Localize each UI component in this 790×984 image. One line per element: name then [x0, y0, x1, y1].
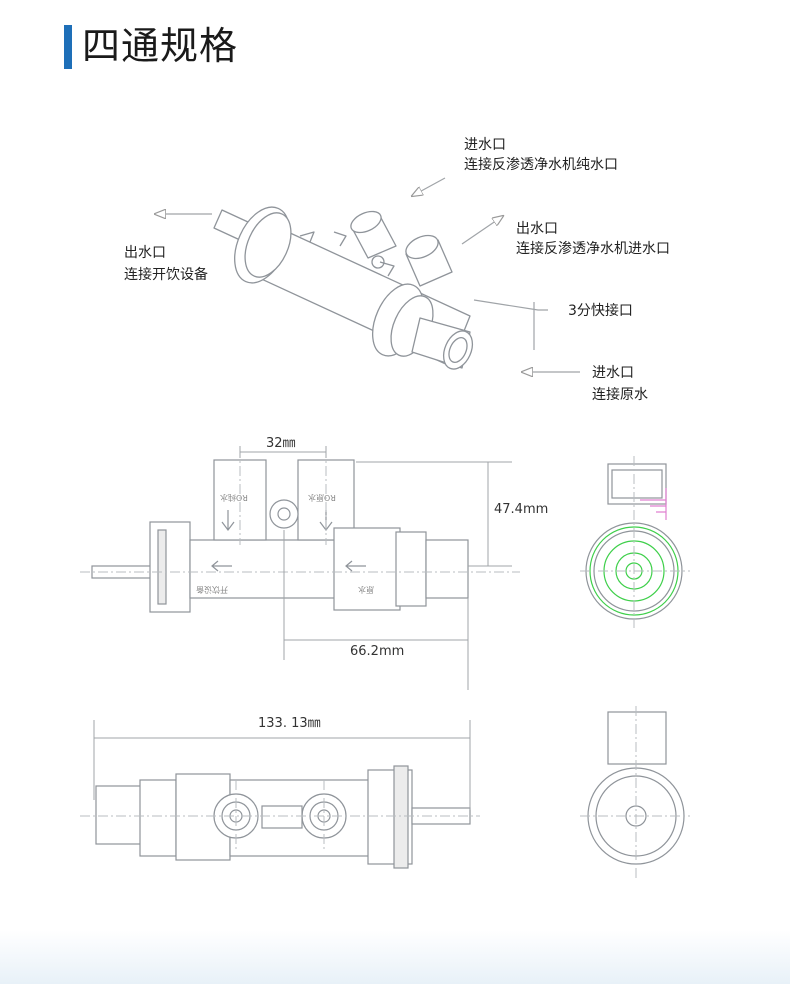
emboss-ro-raw: RO原水: [308, 493, 336, 502]
page-title: 四通规格: [82, 24, 239, 68]
outlet-dispenser-line2: 连接开饮设备: [124, 267, 208, 283]
inlet-ro-line2: 连接反渗透净水机纯水口: [464, 157, 618, 173]
top-view-centerlines: [80, 780, 480, 852]
inlet-ro-arrow: [412, 177, 446, 196]
end-view-centerlines: [580, 706, 690, 880]
inlet-raw-line1: 进水口: [592, 365, 634, 381]
outlet-ro-arrow: [461, 216, 503, 245]
top-view: [95, 765, 471, 869]
outlet-ro-line1: 出水口: [516, 221, 558, 237]
iso-view: [213, 206, 474, 370]
emboss-dispenser: 开饮设备: [196, 585, 228, 594]
quick-connector-label: 3分快接口: [568, 303, 633, 319]
connector-leader: [473, 299, 548, 311]
top-view-dimensions: [93, 720, 471, 810]
front-view: [91, 459, 469, 613]
dim-height: 47.4mm: [494, 502, 549, 517]
dim-total-length: 133. 13㎜: [258, 716, 321, 731]
dim-port-spacing: 32㎜: [266, 436, 296, 451]
dim-connector-offset: 66.2mm: [350, 644, 405, 659]
emboss-raw: 原水: [358, 585, 374, 594]
title-accent-bar: [64, 25, 72, 69]
bottom-gradient: [0, 930, 790, 984]
outlet-ro-line2: 连接反渗透净水机进水口: [516, 241, 670, 257]
outlet-dispenser-line1: 出水口: [124, 245, 166, 261]
emboss-ro-pure: RO纯水: [220, 493, 248, 502]
inlet-ro-line1: 进水口: [464, 137, 506, 153]
front-view-centerlines: [80, 448, 520, 573]
callout-arrows: [155, 177, 580, 372]
inlet-raw-line2: 连接原水: [592, 387, 648, 403]
front-view-dimensions: [239, 446, 512, 690]
side-view-centerlines: [580, 456, 690, 630]
